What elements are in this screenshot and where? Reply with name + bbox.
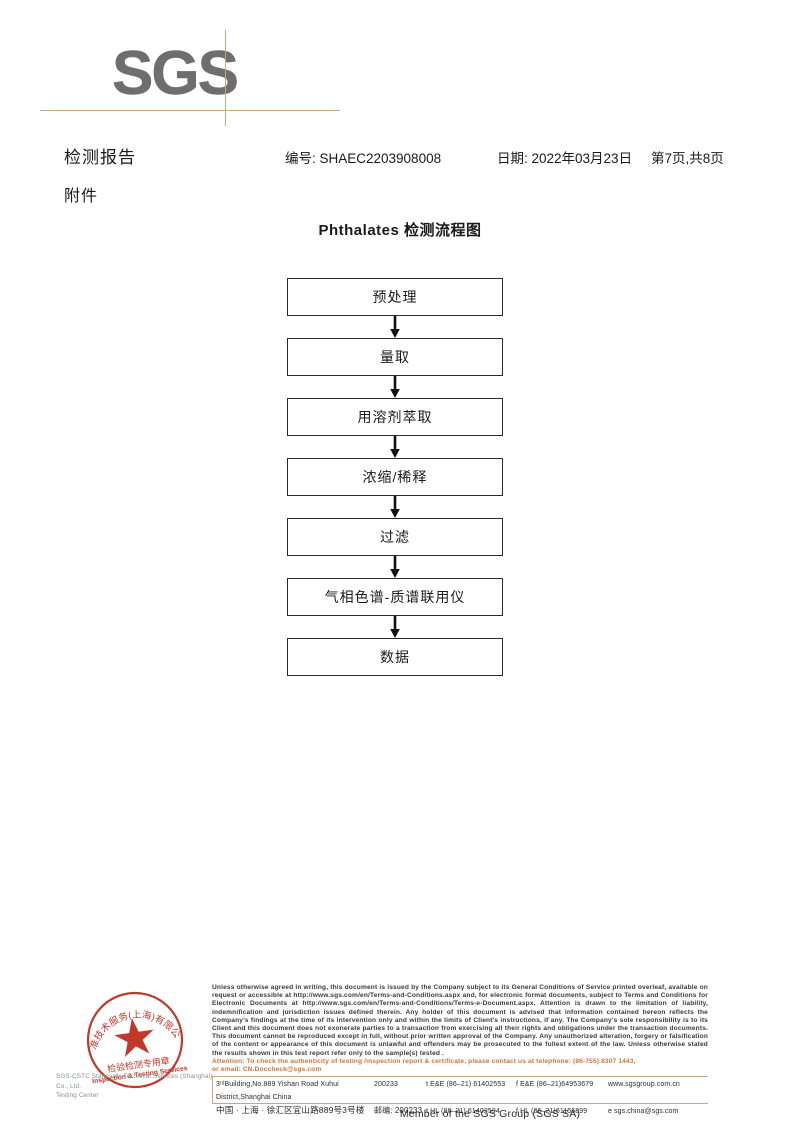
address-row-cn: 中国 · 上海 · 徐汇区宜山路889号3号楼 邮编: 200233 t HL … <box>216 1104 708 1118</box>
postcode-en: 200233 <box>374 1081 398 1088</box>
flow-step-4: 浓缩/稀释 <box>287 458 503 496</box>
website-link[interactable]: www.sgsgroup.com.cn <box>608 1081 680 1088</box>
logo-horizontal-rule <box>40 110 340 111</box>
attention-line-1: Attention: To check the authenticity of … <box>212 1057 636 1065</box>
flow-arrow-6 <box>287 616 503 638</box>
report-date: 日期: 2022年03月23日 <box>497 151 633 166</box>
flowchart: 预处理 量取 用溶剂萃取 浓缩/稀释 过滤 气相色谱-质谱联用仪 数据 <box>287 278 503 676</box>
member-text: Member of the SGS Group (SGS SA) <box>399 1108 581 1120</box>
logo-text: SGS <box>112 39 239 108</box>
flow-arrow-3 <box>287 436 503 458</box>
postcode-cn: 邮编: 200233 <box>374 1106 423 1115</box>
page-title: 检测报告 <box>64 148 136 167</box>
flow-arrow-2 <box>287 376 503 398</box>
address-en: 3ʳᵈBuilding,No.889 Yishan Road Xuhui Dis… <box>216 1081 339 1101</box>
seal-caption-line1: SGS-CSTC Standards Technical Services (S… <box>56 1073 213 1090</box>
flow-step-1: 预处理 <box>287 278 503 316</box>
flow-step-2: 量取 <box>287 338 503 376</box>
footer-rule-top <box>212 1076 708 1077</box>
company-seal-icon: 标准技术服务(上海)有限公司 检验检测专用章 Inspection & Test… <box>72 988 198 1098</box>
header-subtitle: 附件 <box>64 188 99 205</box>
seal-caption-line2: Testing Center <box>56 1092 99 1099</box>
flow-step-3: 用溶剂萃取 <box>287 398 503 436</box>
flow-step-5: 过滤 <box>287 518 503 556</box>
footer-rule-left <box>212 1076 213 1104</box>
phone-en-1: t E&E (86–21) 61402553 <box>426 1081 506 1088</box>
seal-caption: SGS-CSTC Standards Technical Services (S… <box>56 1072 224 1101</box>
footer-rule-bottom <box>212 1103 708 1105</box>
page-indicator: 第7页,共8页 <box>651 151 724 166</box>
email-link[interactable]: e sgs.china@sgs.com <box>608 1108 679 1115</box>
logo-vertical-rule <box>225 30 226 126</box>
address-row-en: 3ʳᵈBuilding,No.889 Yishan Road Xuhui Dis… <box>216 1078 708 1104</box>
flow-arrow-5 <box>287 556 503 578</box>
member-line: Member of the SGS Group (SGS SA) <box>0 1108 800 1120</box>
address-cn: 中国 · 上海 · 徐汇区宜山路889号3号楼 <box>216 1105 365 1115</box>
report-number: 编号: SHAEC2203908008 <box>285 151 442 166</box>
phone-en-2: f E&E (86–21)64953679 <box>516 1081 594 1088</box>
flow-arrow-4 <box>287 496 503 518</box>
attention-line-2: or email: CN.Doccheck@sgs.com <box>212 1066 322 1074</box>
footer-address-block: 3ʳᵈBuilding,No.889 Yishan Road Xuhui Dis… <box>216 1078 708 1118</box>
phone-cn-2: f HL (86–21)61156899 <box>516 1108 588 1115</box>
flow-step-6: 气相色谱-质谱联用仪 <box>287 578 503 616</box>
sgs-logo: SGS <box>40 30 340 126</box>
flow-step-7: 数据 <box>287 638 503 676</box>
report-header: 检测报告 编号: SHAEC2203908008 日期: 2022年03月23日… <box>0 143 800 169</box>
flowchart-title: Phthalates 检测流程图 <box>318 222 482 239</box>
flow-arrow-1 <box>287 316 503 338</box>
phone-cn-1: t HL (86–21) 61402594 <box>426 1108 500 1115</box>
legal-disclaimer: Unless otherwise agreed in writing, this… <box>212 984 708 1074</box>
legal-paragraph: Unless otherwise agreed in writing, this… <box>212 984 708 1057</box>
